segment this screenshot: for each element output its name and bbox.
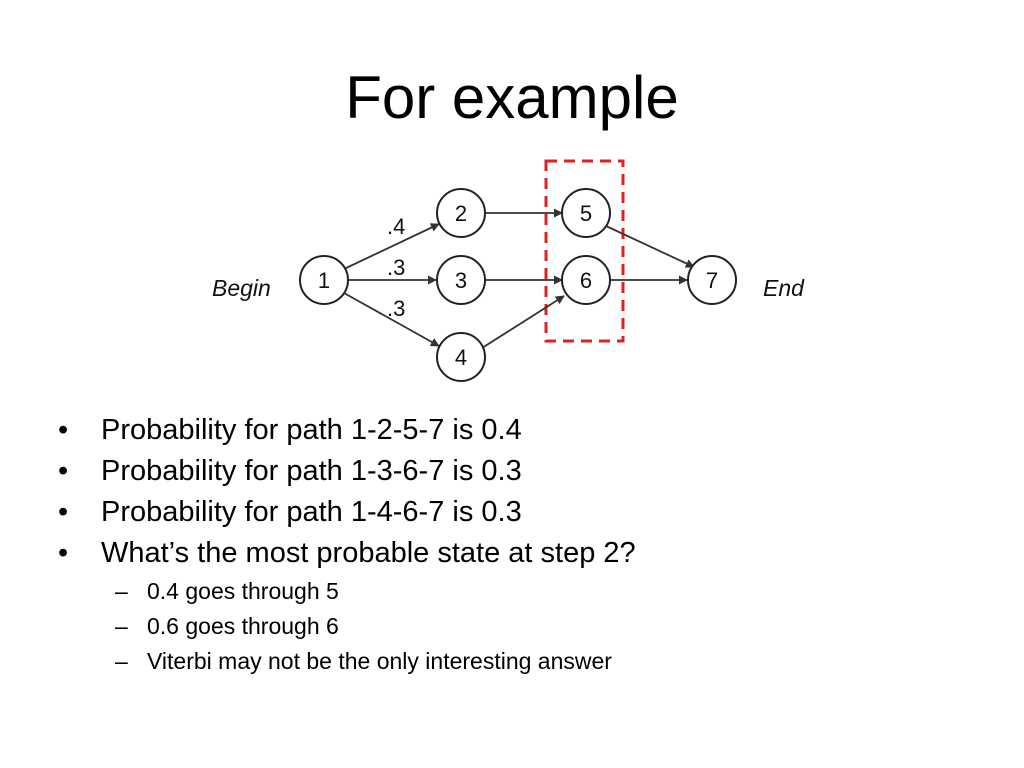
bullet-marker: •	[58, 414, 69, 446]
node-1: 1	[299, 255, 349, 305]
node-6: 6	[561, 255, 611, 305]
edge-4-6	[481, 295, 565, 349]
bullet-marker: •	[58, 455, 69, 487]
bullet-item: • What’s the most probable state at step …	[58, 533, 636, 574]
bullet-text: Probability for path 1-2-5-7 is 0.4	[101, 414, 522, 446]
bullet-text: What’s the most probable state at step 2…	[101, 537, 636, 569]
edge-label-1-2: .4	[387, 214, 405, 239]
node-2: 2	[436, 188, 486, 238]
node-6-label: 6	[580, 268, 592, 293]
edge-label-1-3: .3	[387, 255, 405, 280]
node-4-label: 4	[455, 345, 467, 370]
bullet-text: Probability for path 1-3-6-7 is 0.3	[101, 455, 522, 487]
end-label: End	[763, 275, 805, 301]
sub-bullet-text: Viterbi may not be the only interesting …	[147, 648, 612, 674]
node-3-label: 3	[455, 268, 467, 293]
edge-1-2	[343, 223, 440, 270]
node-7: 7	[687, 255, 737, 305]
sub-bullet-item: –0.4 goes through 5	[58, 574, 636, 609]
bullet-marker: •	[58, 496, 69, 528]
slide-title: For example	[345, 64, 679, 131]
bullet-item: • Probability for path 1-4-6-7 is 0.3	[58, 492, 636, 533]
dash-marker: –	[115, 613, 128, 639]
sub-bullet-item: –0.6 goes through 6	[58, 609, 636, 644]
sub-bullet-text: 0.6 goes through 6	[147, 613, 339, 639]
node-4: 4	[436, 332, 486, 382]
bullet-item: • Probability for path 1-3-6-7 is 0.3	[58, 451, 636, 492]
begin-label: Begin	[212, 275, 271, 301]
edge-5-7	[605, 225, 695, 268]
node-7-label: 7	[706, 268, 718, 293]
sub-bullet-text: 0.4 goes through 5	[147, 578, 339, 604]
dash-marker: –	[115, 578, 128, 604]
bullet-text: Probability for path 1-4-6-7 is 0.3	[101, 496, 522, 528]
edge-1-4	[343, 292, 440, 347]
sub-bullet-item: –Viterbi may not be the only interesting…	[58, 644, 636, 679]
node-5-label: 5	[580, 201, 592, 226]
node-1-label: 1	[318, 268, 330, 293]
edge-label-1-4: .3	[387, 296, 405, 321]
node-5: 5	[561, 188, 611, 238]
node-2-label: 2	[455, 201, 467, 226]
bullet-item: • Probability for path 1-2-5-7 is 0.4	[58, 410, 636, 451]
highlight-box	[544, 159, 625, 343]
dash-marker: –	[115, 648, 128, 674]
state-graph-diagram: Begin End .4 .3 .3 1 2 3 4 5 6 7	[212, 159, 805, 382]
bullet-list: • Probability for path 1-2-5-7 is 0.4 • Pr…	[58, 410, 636, 679]
node-3: 3	[436, 255, 486, 305]
bullet-marker: •	[58, 537, 69, 569]
